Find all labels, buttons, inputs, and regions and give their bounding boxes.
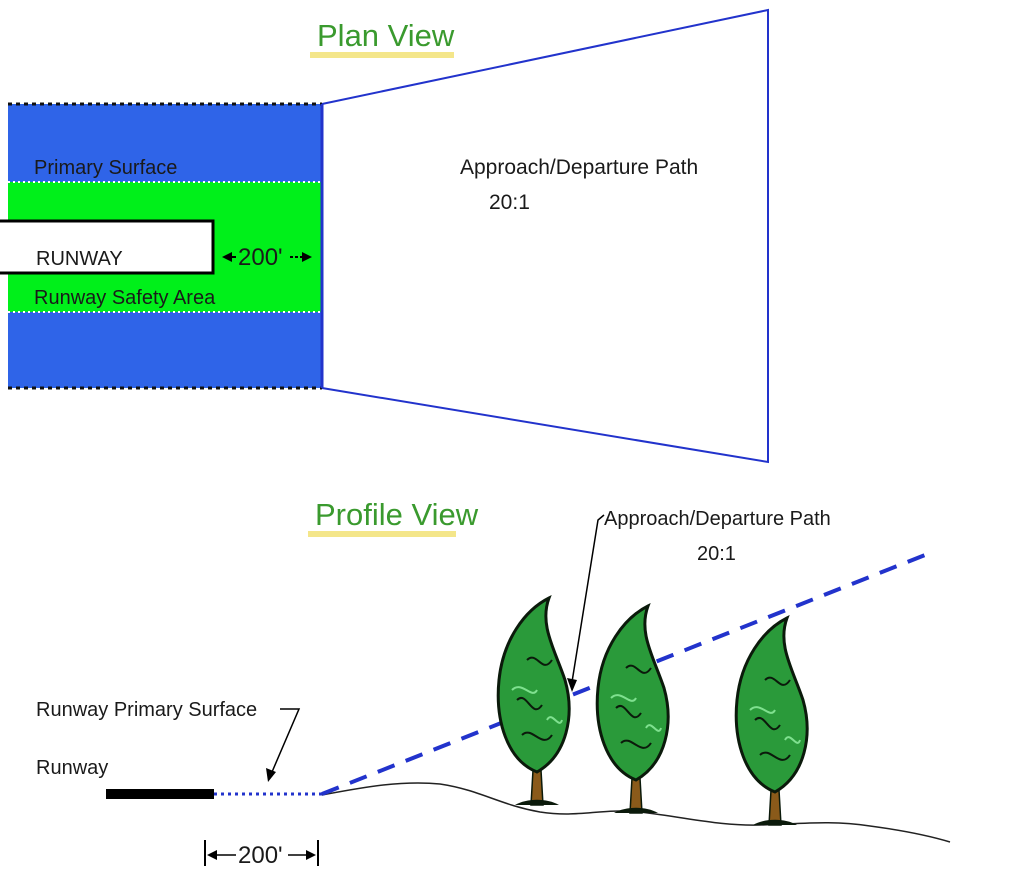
runway-label: RUNWAY <box>36 248 123 270</box>
profile-ratio-label: 20:1 <box>697 543 736 565</box>
plan-dimension-label: 200' <box>238 244 283 271</box>
plan-approach-label: Approach/Departure Path <box>460 156 698 179</box>
runway-primary-surface-label: Runway Primary Surface <box>36 699 257 721</box>
runway-box <box>0 219 215 275</box>
runway-safety-area-label: Runway Safety Area <box>34 287 216 309</box>
profile-dimension-label: 200' <box>238 842 283 869</box>
plan-view-title: Plan View <box>317 18 455 53</box>
arrow-right-icon <box>302 252 312 262</box>
tree-icon <box>734 614 809 826</box>
plan-dimension-200ft: 200' <box>222 244 312 271</box>
plan-view-title-underline <box>310 52 454 58</box>
arrow-left-icon <box>207 850 217 860</box>
profile-approach-label: Approach/Departure Path <box>604 508 831 530</box>
profile-dimension-200ft: 200' <box>204 840 319 869</box>
profile-view: Profile View Approach/Departure Path 20:… <box>36 497 951 869</box>
approach-leader-line <box>571 514 605 683</box>
profile-view-title: Profile View <box>315 497 479 532</box>
approach-leader-arrow-icon <box>567 678 577 692</box>
arrow-left-icon <box>222 252 232 262</box>
primary-surface-label: Primary Surface <box>34 157 177 179</box>
approach-path-line <box>321 553 926 796</box>
plan-ratio-label: 20:1 <box>489 191 530 214</box>
profile-runway-label: Runway <box>36 757 108 779</box>
arrow-right-icon <box>306 850 316 860</box>
profile-view-title-underline <box>308 531 456 537</box>
tree-icon <box>496 594 571 806</box>
approach-path-outline <box>321 8 769 464</box>
primary-surface-leader-arrow-icon <box>266 768 276 782</box>
plan-view: Plan View Primary Surface RUNWAY Runway … <box>0 8 769 464</box>
primary-surface-leader-line <box>271 708 301 773</box>
tree-icon <box>595 602 670 814</box>
